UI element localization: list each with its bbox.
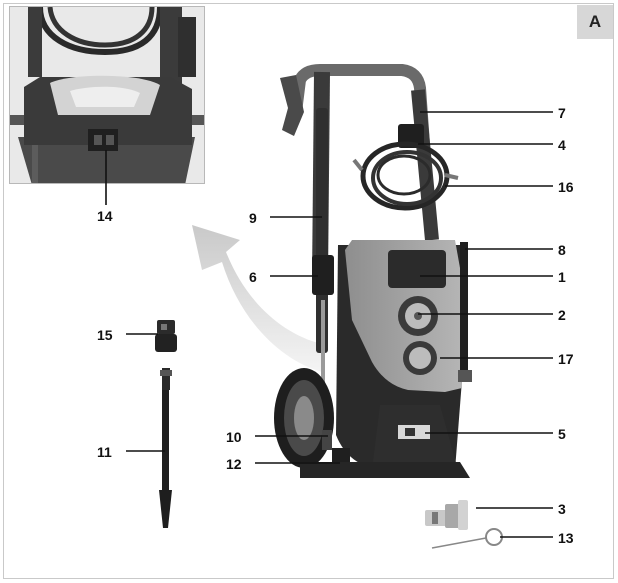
inset-illustration <box>10 7 204 183</box>
detail-inset <box>9 6 205 184</box>
figure-badge: A <box>577 5 613 39</box>
callout-9: 9 <box>249 210 257 226</box>
callout-3: 3 <box>558 501 566 517</box>
callout-4: 4 <box>558 137 566 153</box>
callout-11: 11 <box>97 444 112 460</box>
callout-8: 8 <box>558 242 566 258</box>
callout-5: 5 <box>558 426 566 442</box>
callout-6: 6 <box>249 269 257 285</box>
figure-frame <box>3 3 614 579</box>
callout-14: 14 <box>97 208 113 224</box>
motion-arrow <box>192 225 322 372</box>
callout-12: 12 <box>226 456 242 472</box>
callout-16: 16 <box>558 179 574 195</box>
callout-17: 17 <box>558 351 574 367</box>
callout-13: 13 <box>558 530 574 546</box>
callout-15: 15 <box>97 327 113 343</box>
callout-2: 2 <box>558 307 566 323</box>
callout-10: 10 <box>226 429 242 445</box>
leader-lines <box>105 111 553 538</box>
callout-7: 7 <box>558 105 566 121</box>
callout-1: 1 <box>558 269 566 285</box>
